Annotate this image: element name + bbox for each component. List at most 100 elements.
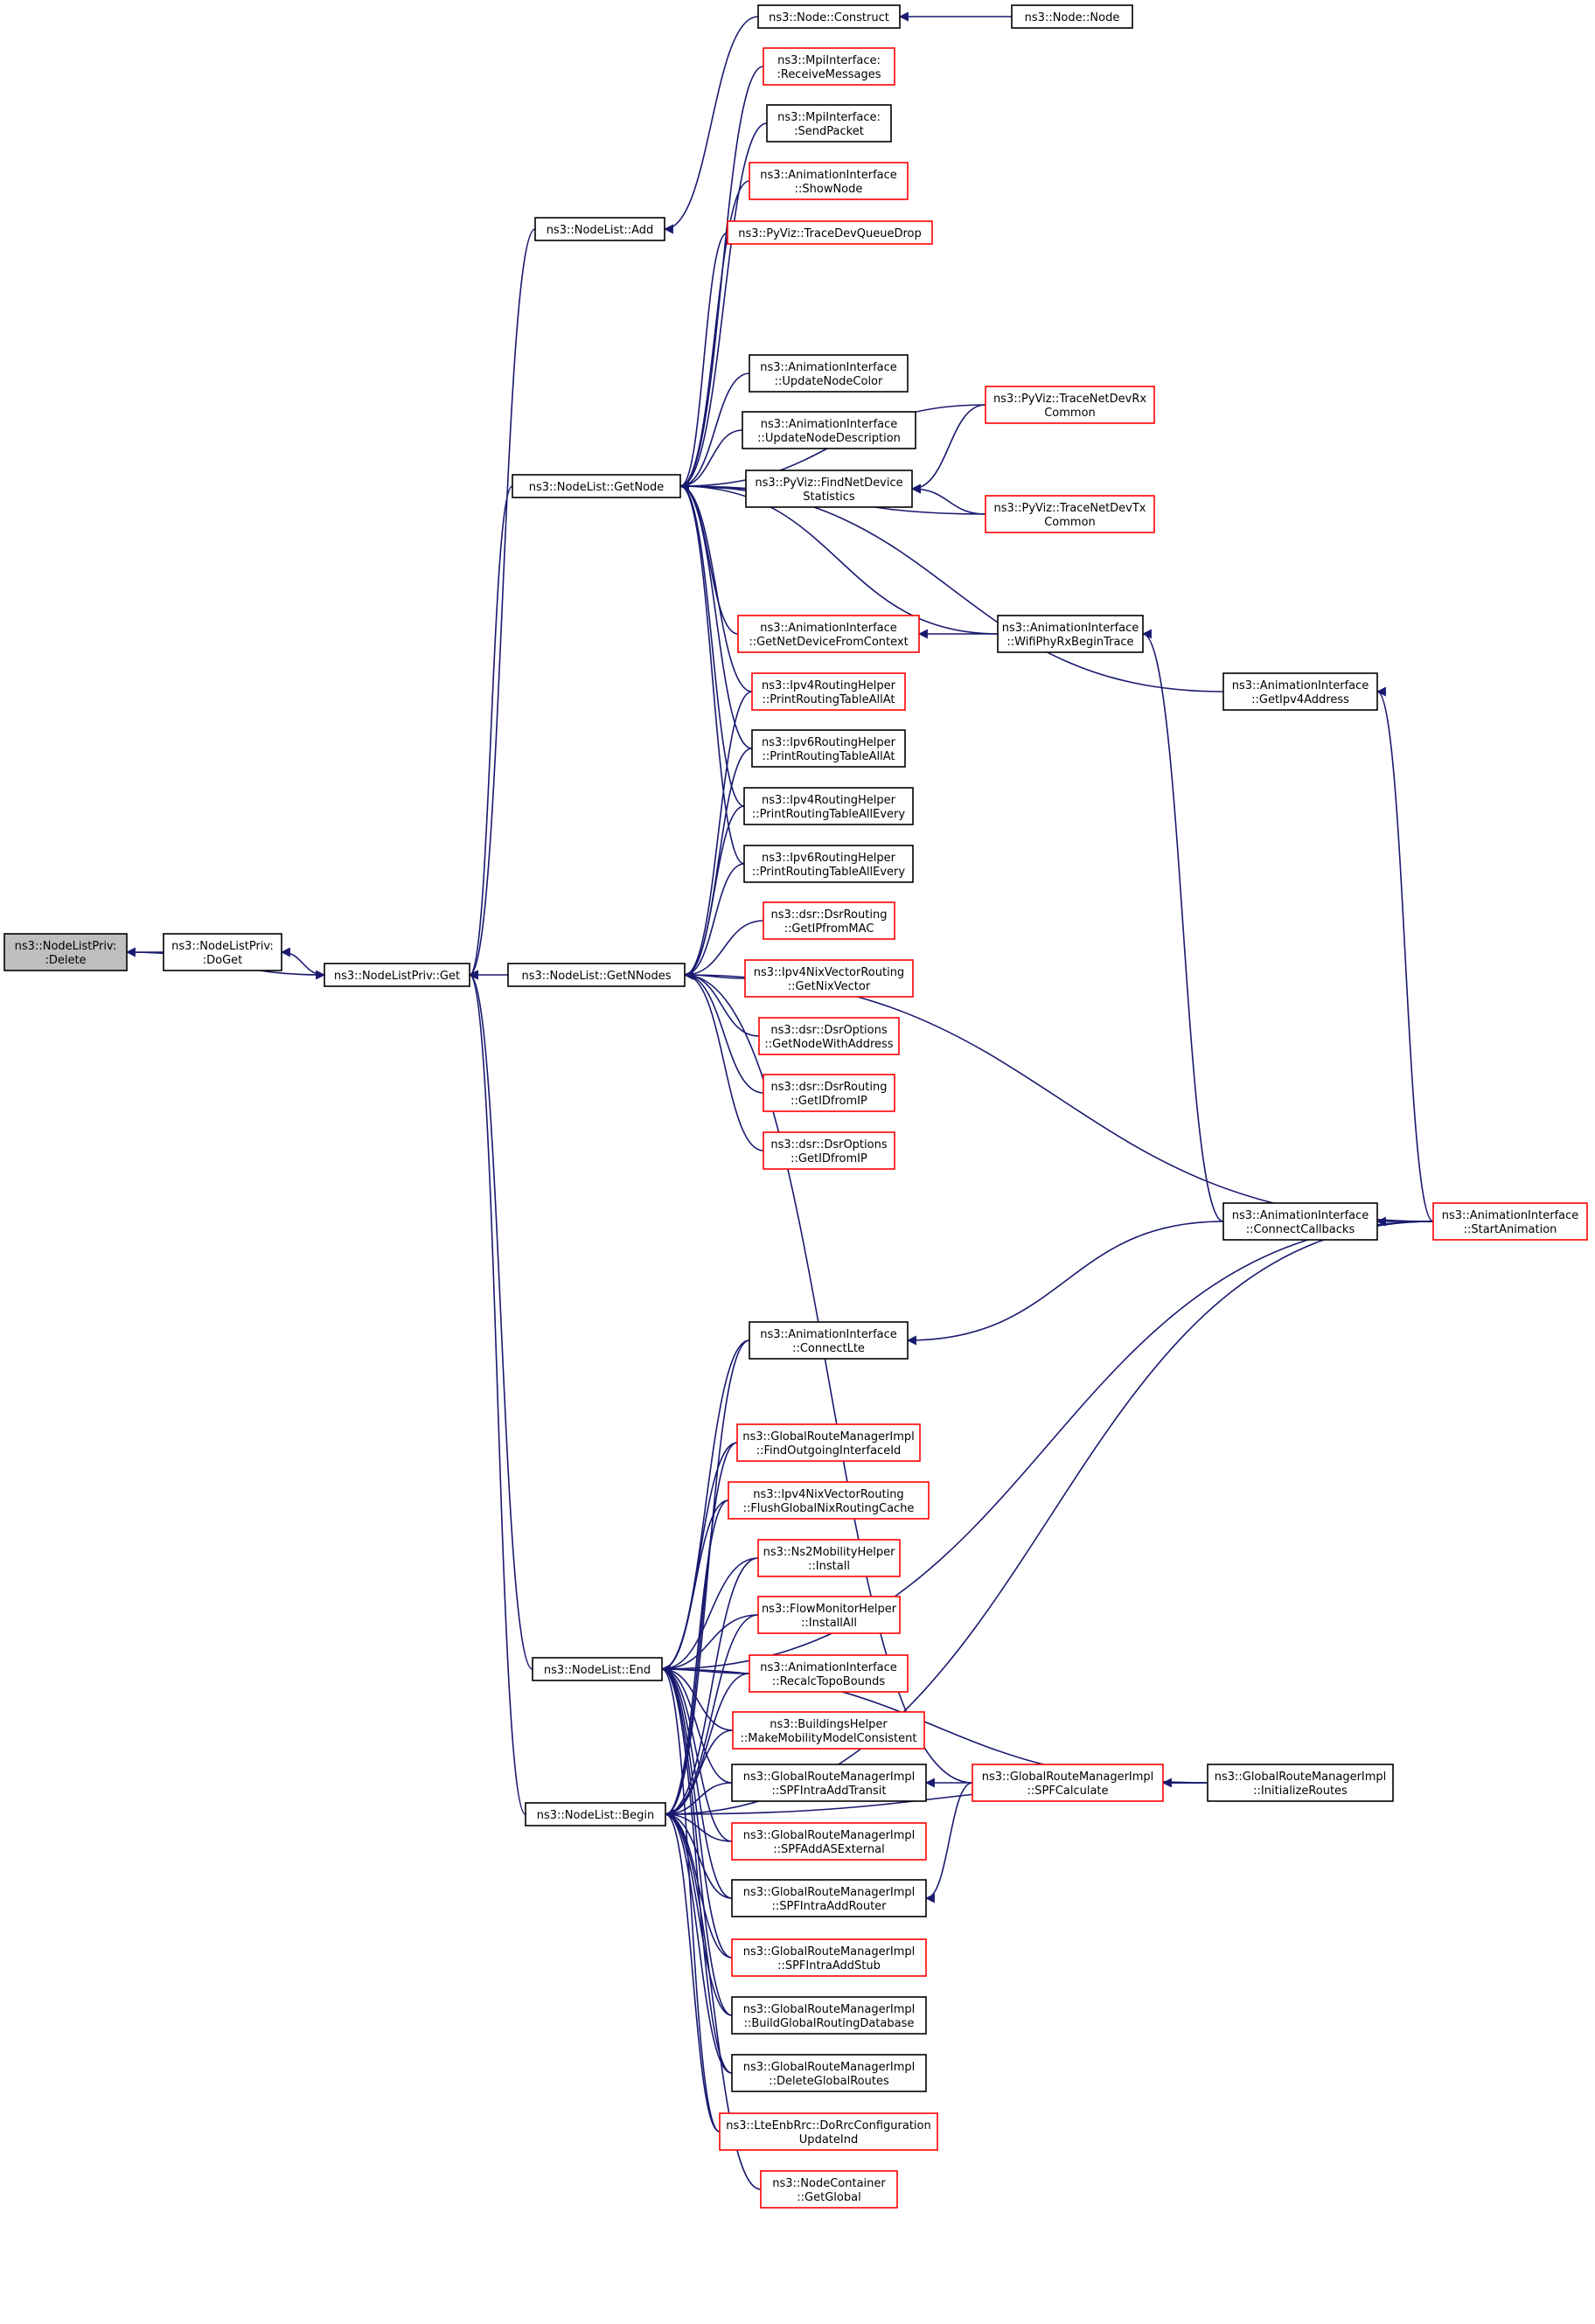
node-getnetdev[interactable]: ns3::AnimationInterface::GetNetDeviceFro… [737, 615, 920, 653]
node-doget[interactable]: ns3::NodeListPriv::DoGet [163, 933, 282, 971]
node-label: ::SPFIntraAddTransit [771, 1785, 886, 1798]
node-label: ns3::GlobalRouteManagerImpl [743, 2061, 916, 2074]
node-spfext[interactable]: ns3::GlobalRouteManagerImpl::SPFAddASExt… [731, 1822, 927, 1861]
node-label: ::GetGlobal [797, 2191, 860, 2204]
node-flowmon[interactable]: ns3::FlowMonitorHelper::InstallAll [757, 1596, 901, 1634]
node-box [737, 615, 920, 653]
edge-ns2mob-to-begin [664, 1557, 759, 1820]
node-add[interactable]: ns3::NodeList::Add [534, 217, 665, 241]
node-dsrgetip[interactable]: ns3::dsr::DsrRouting::GetIPfromMAC [763, 901, 895, 940]
node-label: ::BuildGlobalRoutingDatabase [744, 2017, 915, 2030]
node-ipv6print[interactable]: ns3::Ipv6RoutingHelper::PrintRoutingTabl… [751, 729, 906, 768]
node-spfrouter[interactable]: ns3::GlobalRouteManagerImpl::SPFIntraAdd… [731, 1879, 927, 1917]
node-label: ns3::GlobalRouteManagerImpl [743, 2003, 916, 2016]
node-nixvec[interactable]: ns3::Ipv4NixVectorRouting::GetNixVector [744, 959, 914, 998]
node-getnnodes[interactable]: ns3::NodeList::GetNNodes [507, 963, 686, 987]
node-label: ns3::NodeListPriv::Get [334, 970, 460, 983]
node-spftransit[interactable]: ns3::GlobalRouteManagerImpl::SPFIntraAdd… [731, 1764, 927, 1802]
node-box [163, 933, 282, 971]
node-label: ns3::PyViz::FindNetDevice [755, 477, 902, 490]
node-label: ns3::dsr::DsrOptions [770, 1138, 887, 1152]
edge-ipv4every-to-getnnodes [683, 805, 745, 980]
node-dsrgetid[interactable]: ns3::dsr::DsrRouting::GetIDfromIP [763, 1074, 895, 1112]
node-nodenode[interactable]: ns3::Node::Node [1011, 4, 1133, 29]
node-box [985, 386, 1155, 424]
node-label: ns3::PyViz::TraceDevQueueDrop [738, 227, 922, 240]
node-label: ::Install [808, 1560, 850, 1573]
node-initroutes[interactable]: ns3::GlobalRouteManagerImpl::InitializeR… [1207, 1764, 1394, 1802]
node-label: ns3::dsr::DsrRouting [771, 908, 888, 922]
node-startanim[interactable]: ns3::AnimationInterface::StartAnimation [1432, 1202, 1588, 1241]
node-ipv4every[interactable]: ns3::Ipv4RoutingHelper::PrintRoutingTabl… [743, 787, 914, 825]
node-ipv4print[interactable]: ns3::Ipv4RoutingHelper::PrintRoutingTabl… [751, 672, 906, 711]
node-label: ns3::Ipv4NixVectorRouting [754, 966, 904, 979]
node-wifiphy[interactable]: ns3::AnimationInterface::WifiPhyRxBeginT… [997, 615, 1144, 653]
edge-spfstub-to-begin [664, 1809, 733, 1959]
edge-flowmon-to-begin [664, 1614, 759, 1820]
edge-tracerx-to-findnet [910, 404, 986, 494]
node-mpisend[interactable]: ns3::MpiInterface::SendPacket [766, 104, 892, 143]
node-connectcb[interactable]: ns3::AnimationInterface::ConnectCallback… [1222, 1202, 1378, 1241]
node-delete[interactable]: ns3::NodeListPriv::Delete [3, 933, 128, 971]
node-nodecontainer[interactable]: ns3::NodeContainer::GetGlobal [760, 2170, 898, 2209]
node-label: ::GetNetDeviceFromContext [749, 636, 908, 649]
node-label: ns3::NodeList::GetNode [529, 481, 665, 494]
node-recalc[interactable]: ns3::AnimationInterface::RecalcTopoBound… [749, 1654, 909, 1693]
node-delroutes[interactable]: ns3::GlobalRouteManagerImpl::DeleteGloba… [731, 2054, 927, 2092]
node-flushnix[interactable]: ns3::Ipv4NixVectorRouting::FlushGlobalNi… [728, 1481, 930, 1520]
node-label: ::SPFIntraAddStub [777, 1959, 881, 1973]
node-get[interactable]: ns3::NodeListPriv::Get [324, 963, 470, 987]
node-upddesc[interactable]: ns3::AnimationInterface::UpdateNodeDescr… [742, 411, 916, 449]
node-label: ns3::Ipv4RoutingHelper [762, 794, 896, 807]
node-label: ns3::NodeList::Add [547, 224, 654, 237]
node-label: ns3::AnimationInterface [760, 1328, 897, 1341]
node-findout[interactable]: ns3::GlobalRouteManagerImpl::FindOutgoin… [736, 1423, 921, 1462]
node-box [525, 1802, 666, 1826]
node-connectlte[interactable]: ns3::AnimationInterface::ConnectLte [749, 1321, 909, 1360]
node-spfstub[interactable]: ns3::GlobalRouteManagerImpl::SPFIntraAdd… [731, 1938, 927, 1977]
node-label: ns3::PyViz::TraceNetDevRx [993, 393, 1146, 406]
edge-ns2mob-to-end [660, 1557, 759, 1674]
edge-spfcalc-to-spfrouter [924, 1782, 973, 1903]
node-begin[interactable]: ns3::NodeList::Begin [525, 1802, 666, 1826]
node-getnode[interactable]: ns3::NodeList::GetNode [512, 474, 681, 498]
node-box [731, 2054, 927, 2092]
node-box [532, 1657, 663, 1681]
edge-pydrop-to-getnode [679, 232, 728, 491]
edge-startanim-to-end [660, 1221, 1434, 1674]
node-buildings[interactable]: ns3::BuildingsHelper::MakeMobilityModelC… [732, 1711, 925, 1750]
node-updcolor[interactable]: ns3::AnimationInterface::UpdateNodeColor [749, 354, 909, 393]
node-end[interactable]: ns3::NodeList::End [532, 1657, 663, 1681]
node-label: ns3::PyViz::TraceNetDevTx [993, 502, 1146, 515]
node-label: ns3::AnimationInterface [760, 361, 897, 374]
node-lterrc[interactable]: ns3::LteEnbRrc::DoRrcConfigurationUpdate… [719, 2112, 938, 2151]
node-box [749, 1654, 909, 1693]
node-spfcalc[interactable]: ns3::GlobalRouteManagerImpl::SPFCalculat… [972, 1764, 1164, 1802]
node-label: ns3::Ns2MobilityHelper [763, 1546, 895, 1559]
node-getipv4[interactable]: ns3::AnimationInterface::GetIpv4Address [1222, 672, 1378, 711]
node-construct[interactable]: ns3::Node::Construct [757, 4, 901, 29]
node-box [3, 933, 128, 971]
node-dsrnodeaddr[interactable]: ns3::dsr::DsrOptions::GetNodeWithAddress [758, 1017, 900, 1055]
edge-spfext-to-end [660, 1664, 733, 1842]
node-ipv6every[interactable]: ns3::Ipv6RoutingHelper::PrintRoutingTabl… [743, 845, 914, 883]
node-dsroptid[interactable]: ns3::dsr::DsrOptions::GetIDfromIP [763, 1131, 895, 1170]
node-box [744, 959, 914, 998]
node-label: ns3::NodeListPriv: [171, 940, 274, 953]
node-label: ::DeleteGlobalRoutes [769, 2075, 889, 2088]
node-box [742, 411, 916, 449]
edge-spfext-to-begin [664, 1809, 733, 1842]
node-shownode[interactable]: ns3::AnimationInterface::ShowNode [749, 162, 909, 200]
node-label: ns3::GlobalRouteManagerImpl [743, 1829, 916, 1842]
node-builddb[interactable]: ns3::GlobalRouteManagerImpl::BuildGlobal… [731, 1996, 927, 2035]
node-label: ns3::AnimationInterface [760, 169, 897, 182]
node-mpirecv[interactable]: ns3::MpiInterface::ReceiveMessages [763, 47, 895, 86]
node-box [749, 354, 909, 393]
edge-ipv6every-to-getnode [679, 481, 745, 865]
node-box [745, 470, 913, 508]
node-ns2mob[interactable]: ns3::Ns2MobilityHelper::Install [757, 1539, 901, 1577]
node-pydrop[interactable]: ns3::PyViz::TraceDevQueueDrop [727, 220, 933, 245]
